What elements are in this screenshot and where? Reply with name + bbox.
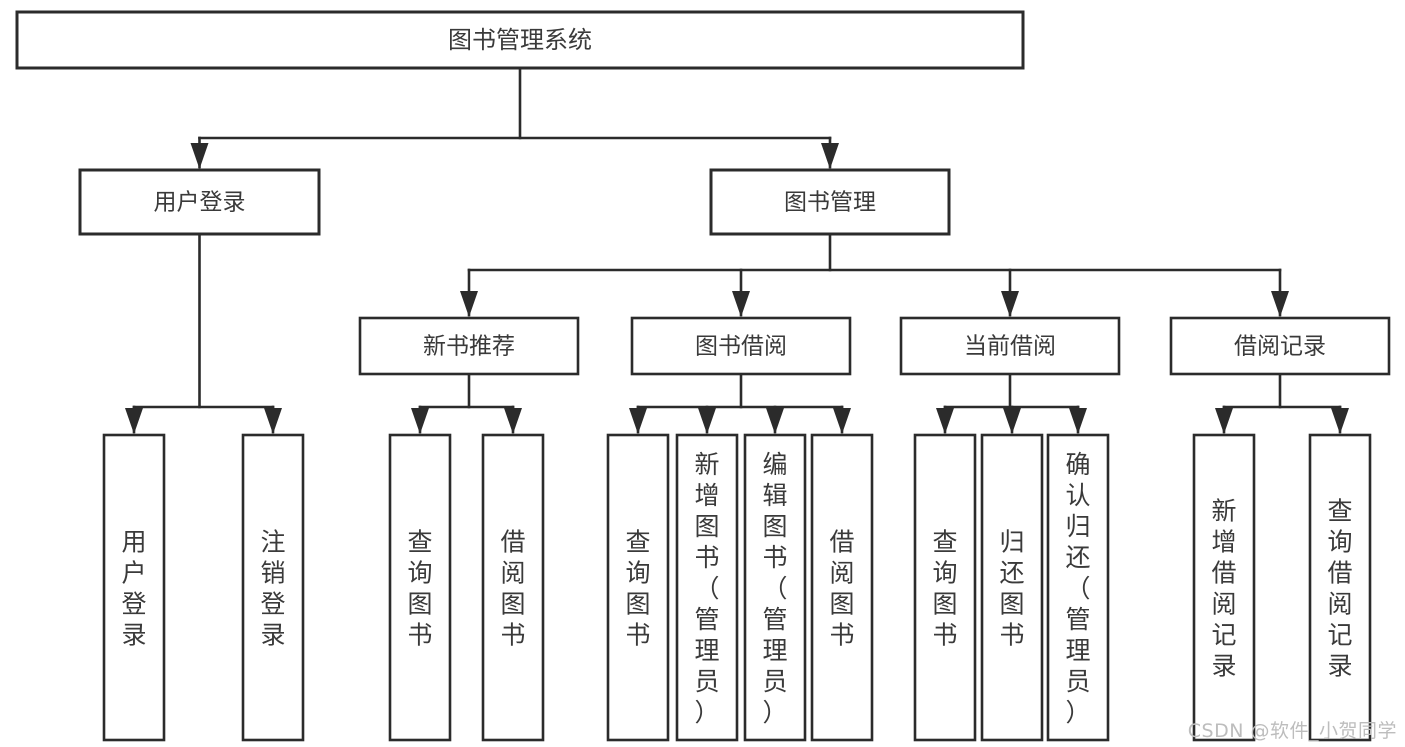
arrow-head	[1215, 408, 1233, 434]
arrow-head	[833, 408, 851, 434]
node-leaf-查询图书[interactable]	[913, 433, 977, 742]
node-l3-label-图书借阅: 图书借阅	[695, 334, 787, 360]
node-root-label: 图书管理系统	[448, 26, 592, 54]
node-leaf-label-新增图书管理员: 新增图书（管理员）	[694, 450, 719, 727]
node-leaf-label-查询图书: 查询图书	[625, 527, 650, 649]
node-leaf-label-查询图书: 查询图书	[407, 527, 432, 649]
arrow-head	[460, 291, 478, 317]
node-leaf-label-借阅图书: 借阅图书	[829, 527, 854, 649]
node-leaf-label-归还图书: 归还图书	[999, 527, 1024, 649]
node-l2-用户登录[interactable]	[78, 168, 321, 236]
arrow-head	[1069, 408, 1087, 434]
node-leaf-注销登录[interactable]	[241, 433, 305, 742]
node-l3-label-借阅记录: 借阅记录	[1234, 334, 1326, 360]
arrow-head	[1003, 408, 1021, 434]
node-l3-借阅记录[interactable]	[1169, 316, 1391, 376]
arrow-head	[629, 408, 647, 434]
node-leaf-label-编辑图书管理员: 编辑图书（管理员）	[762, 450, 787, 727]
arrow-head	[190, 143, 209, 169]
connector-links	[125, 66, 1349, 434]
node-leaf-新增借阅记录[interactable]	[1192, 433, 1256, 742]
node-leaf-用户登录[interactable]	[102, 433, 166, 742]
node-leaf-新增图书管理员[interactable]	[675, 433, 739, 742]
arrow-head	[125, 408, 143, 434]
node-leaf-label-借阅图书: 借阅图书	[500, 527, 525, 649]
arrow-head	[411, 408, 429, 434]
node-l3-图书借阅[interactable]	[630, 316, 852, 376]
node-l3-label-新书推荐: 新书推荐	[423, 334, 515, 360]
node-leaf-label-新增借阅记录: 新增借阅记录	[1211, 496, 1236, 680]
arrow-head	[1331, 408, 1349, 434]
node-leaf-label-注销登录: 注销登录	[260, 527, 285, 649]
arrow-head	[936, 408, 954, 434]
arrow-head	[766, 408, 784, 434]
node-l2-label-用户登录: 用户登录	[154, 190, 246, 216]
arrow-head	[698, 408, 716, 434]
node-l3-label-当前借阅: 当前借阅	[964, 334, 1056, 360]
node-l2-label-图书管理: 图书管理	[784, 190, 876, 216]
node-leaf-确认归还管理员[interactable]	[1046, 433, 1110, 742]
node-leaf-查询借阅记录[interactable]	[1308, 433, 1372, 742]
arrow-head	[264, 408, 282, 434]
node-l3-新书推荐[interactable]	[358, 316, 580, 376]
node-leaf-label-确认归还管理员: 确认归还（管理员）	[1065, 450, 1090, 727]
arrow-head	[821, 143, 839, 169]
node-leaf-编辑图书管理员[interactable]	[743, 433, 807, 742]
node-leaf-借阅图书[interactable]	[810, 433, 874, 742]
node-leaf-label-查询图书: 查询图书	[932, 527, 957, 649]
node-leaf-借阅图书[interactable]	[481, 433, 545, 742]
node-leaf-查询图书[interactable]	[606, 433, 670, 742]
node-leaf-归还图书[interactable]	[980, 433, 1044, 742]
arrow-head	[732, 291, 750, 317]
node-l2-图书管理[interactable]	[709, 168, 951, 236]
node-leaf-label-用户登录: 用户登录	[121, 527, 146, 649]
arrow-head	[504, 408, 522, 434]
node-root-图书管理系统[interactable]	[15, 10, 1025, 70]
node-boxes	[15, 10, 1391, 742]
arrow-head	[1001, 291, 1019, 317]
node-l3-当前借阅[interactable]	[899, 316, 1121, 376]
node-leaf-查询图书[interactable]	[388, 433, 452, 742]
arrow-head	[1271, 291, 1289, 317]
watermark-text: CSDN @软件_小贺同学	[1187, 720, 1397, 742]
node-labels: 图书管理系统用户登录图书管理新书推荐图书借阅当前借阅借阅记录用户登录注销登录查询…	[121, 26, 1352, 727]
node-leaf-label-查询借阅记录: 查询借阅记录	[1327, 496, 1352, 680]
